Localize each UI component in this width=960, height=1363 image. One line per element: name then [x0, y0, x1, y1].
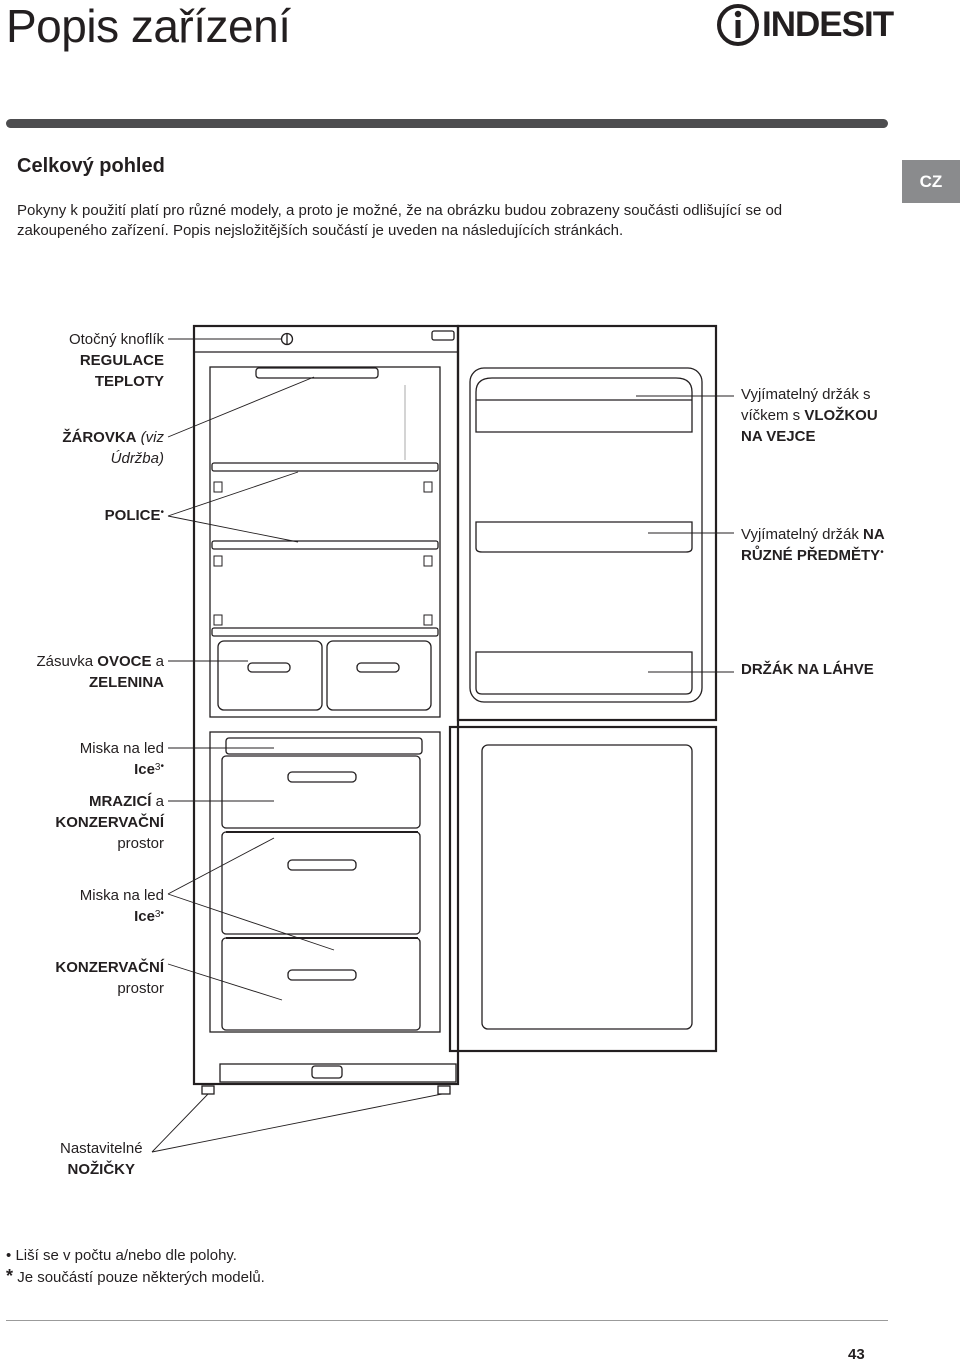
language-tab: CZ [902, 160, 960, 203]
egg-holder [475, 377, 693, 433]
bullet-mark: • [160, 507, 164, 518]
label-line: ZELENINA [89, 674, 164, 691]
label-line: prostor [117, 980, 164, 997]
bulb-label: ŽÁROVKA (viz Údržba) [62, 427, 164, 469]
fridge-compartment [209, 366, 441, 718]
misc-holder-label: Vyjímatelný držák NA RŮZNÉ PŘEDMĚTY• [741, 524, 885, 566]
footer-rule [6, 1320, 888, 1321]
freezer-drawer [221, 937, 421, 1031]
adjustable-foot [201, 1085, 215, 1095]
intro-line: zakoupeného zařízení. Popis nejsložitějš… [17, 222, 624, 239]
label-line: NOŽIČKY [67, 1161, 136, 1178]
ice-tray-label-1: Miska na led Ice3• [80, 738, 164, 780]
label-line: Miska na led [79, 887, 164, 904]
crisper-drawer [217, 640, 323, 711]
freezer-door [448, 725, 718, 1053]
label-line: NA VEJCE [741, 428, 816, 445]
label-line: prostor [117, 835, 164, 852]
label-line: RŮZNÉ PŘEDMĚTY [741, 547, 881, 564]
indesit-logo-icon [717, 4, 759, 46]
bullet-mark: • [160, 761, 164, 772]
label-line: NA [863, 526, 885, 543]
feet-label: Nastavitelné NOŽIČKY [60, 1138, 143, 1180]
page-title: Popis zařízení [6, 0, 291, 52]
page-number: 43 [848, 1346, 865, 1363]
bottle-holder-label: DRŽÁK NA LÁHVE [741, 659, 874, 680]
label-line: a [151, 793, 164, 810]
light-cover [255, 367, 379, 379]
footnote-star: * Je součástí pouze některých modelů. [6, 1266, 265, 1288]
bottle-holder [475, 651, 693, 695]
footnote-text: Liší se v počtu a/nebo dle polohy. [15, 1247, 237, 1264]
freezer-compartment [209, 731, 441, 1033]
label-line: KONZERVAČNÍ [55, 959, 164, 976]
intro-line: Pokyny k použití platí pro různé modely,… [17, 202, 783, 219]
label-line: Ice [134, 908, 155, 925]
label-line: Vyjímatelný držák s [741, 386, 871, 403]
thermostat-knob-icon [280, 332, 294, 346]
bullet-mark: • [6, 1247, 12, 1264]
label-line: a [151, 653, 164, 670]
superscript: 3 [154, 762, 161, 773]
superscript: 3 [154, 909, 161, 920]
ice-tray-label-2: Miska na led Ice3• [80, 885, 164, 927]
brand-logo: INDESIT [716, 2, 896, 48]
egg-holder-label: Vyjímatelný držák s víčkem s VLOŽKOU NA … [741, 384, 878, 447]
label-line: REGULACE [79, 352, 164, 369]
freezer-label: MRAZICÍ a KONZERVAČNÍ prostor [55, 791, 164, 854]
shelf-label: POLICE• [105, 505, 164, 526]
storage-label: KONZERVAČNÍ prostor [55, 957, 164, 999]
footnote-bullet: • Liší se v počtu a/nebo dle polohy. [6, 1246, 265, 1266]
bullet-mark: • [880, 547, 884, 558]
label-line: Nastavitelné [60, 1140, 143, 1157]
star-mark: * [6, 1266, 14, 1286]
section-heading: Celkový pohled [17, 155, 165, 177]
fridge-diagram [151, 324, 734, 1153]
label-line: KONZERVAČNÍ [55, 814, 164, 831]
brand-name: INDESIT [762, 5, 894, 44]
shelf [211, 540, 439, 550]
label-line: Ice [134, 761, 155, 778]
ice-tray [225, 737, 423, 755]
label-line: MRAZICÍ [88, 793, 152, 810]
label-line: Zásuvka [36, 653, 98, 670]
label-line: TEPLOTY [94, 373, 164, 390]
freezer-drawer [221, 831, 421, 935]
freezer-drawer [221, 755, 421, 829]
label-line: OVOCE [97, 653, 152, 670]
label-line: (viz [140, 429, 164, 446]
crisper-label: Zásuvka OVOCE a ZELENINA [36, 651, 164, 693]
crisper-drawer [326, 640, 432, 711]
plinth [219, 1063, 457, 1083]
intro-paragraph: Pokyny k použití platí pro různé modely,… [17, 201, 887, 241]
label-line: Vyjímatelný držák [741, 526, 863, 543]
knob-label: Otočný knoflík REGULACE TEPLOTY [69, 329, 164, 392]
label-line: ŽÁROVKA [62, 429, 137, 446]
fridge-door [456, 324, 718, 722]
label-line: DRŽÁK NA LÁHVE [741, 661, 874, 678]
label-line: POLICE [104, 507, 161, 524]
footnote-text: Je součástí pouze některých modelů. [17, 1269, 265, 1286]
label-line: víčkem s [741, 407, 805, 424]
adjustable-foot [437, 1085, 451, 1095]
shelf [211, 627, 439, 637]
header-rule [6, 119, 888, 128]
footnotes: • Liší se v počtu a/nebo dle polohy. * J… [6, 1246, 265, 1288]
label-line: Miska na led [79, 740, 164, 757]
shelf [211, 462, 439, 472]
label-line: Údržba) [110, 450, 164, 467]
bullet-mark: • [160, 908, 164, 919]
label-line: Otočný knoflík [68, 331, 164, 348]
door-shelf [475, 521, 693, 553]
label-line: VLOŽKOU [804, 407, 878, 424]
top-hinge [431, 330, 455, 341]
